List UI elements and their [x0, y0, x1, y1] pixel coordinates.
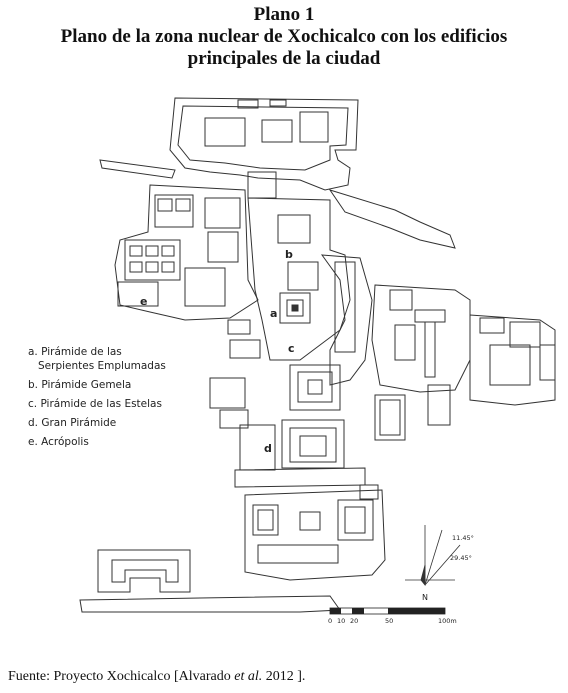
- map-label-b: b: [285, 248, 293, 261]
- plan-number: Plano 1: [253, 4, 315, 25]
- scale-tick-0: 0: [328, 617, 332, 625]
- legend-a-line1: a. Pirámide de las: [28, 346, 122, 358]
- scale-bar: [329, 607, 446, 615]
- south-complex: [244, 484, 386, 581]
- southwest-building: [97, 549, 191, 593]
- legend: a. Pirámide de las Serpientes Emplumadas…: [28, 345, 166, 454]
- map-label-e: e: [140, 295, 147, 308]
- east-causeway: [328, 189, 456, 249]
- piramide-de-las-estelas: [289, 364, 341, 411]
- plan-title-line-2: principales de la ciudad: [187, 48, 381, 69]
- source-note: Fuente: Proyecto Xochicalco [Alvarado et…: [8, 669, 305, 685]
- south-edge: [79, 595, 341, 613]
- map-label-c: c: [288, 342, 295, 355]
- legend-a-line2: Serpientes Emplumadas: [38, 360, 166, 372]
- map-label-d: d: [264, 442, 272, 455]
- source-suffix: 2012 ].: [262, 669, 306, 684]
- angle-label-2: 29.45°: [450, 554, 472, 562]
- plan-title-line-1: Plano de la zona nuclear de Xochicalco c…: [60, 26, 508, 47]
- source-italic: et al.: [234, 669, 263, 684]
- site-plan-map: b a c d e 11.45° 29.45° N 0 10 20 50 100…: [79, 97, 556, 625]
- legend-item-b: b. Pirámide Gemela: [28, 379, 132, 391]
- north-label: N: [422, 593, 428, 602]
- west-causeway: [99, 159, 176, 179]
- scale-tick-20: 20: [350, 617, 358, 625]
- acropolis-complex: [114, 171, 311, 321]
- gran-piramide: [234, 419, 366, 488]
- piramide-gemela: [287, 261, 319, 291]
- legend-item-d: d. Gran Pirámide: [28, 417, 117, 429]
- source-prefix: Fuente: Proyecto Xochicalco [Alvarado: [8, 669, 235, 684]
- legend-item-a: a. Pirámide de las Serpientes Emplumadas: [28, 345, 166, 373]
- legend-item-e: e. Acrópolis: [28, 436, 89, 448]
- angle-label-1: 11.45°: [452, 534, 474, 542]
- piramide-serpientes-emplumadas: [279, 292, 311, 324]
- map-label-a: a: [270, 307, 277, 320]
- scale-tick-100m: 100m: [438, 617, 457, 625]
- central-plaza: [247, 197, 351, 361]
- north-plaza: [169, 97, 359, 191]
- legend-item-c: c. Pirámide de las Estelas: [28, 398, 162, 410]
- scale-tick-10: 10: [337, 617, 345, 625]
- east-complex: [371, 284, 556, 441]
- scale-tick-50: 50: [385, 617, 393, 625]
- north-arrow: [405, 525, 461, 587]
